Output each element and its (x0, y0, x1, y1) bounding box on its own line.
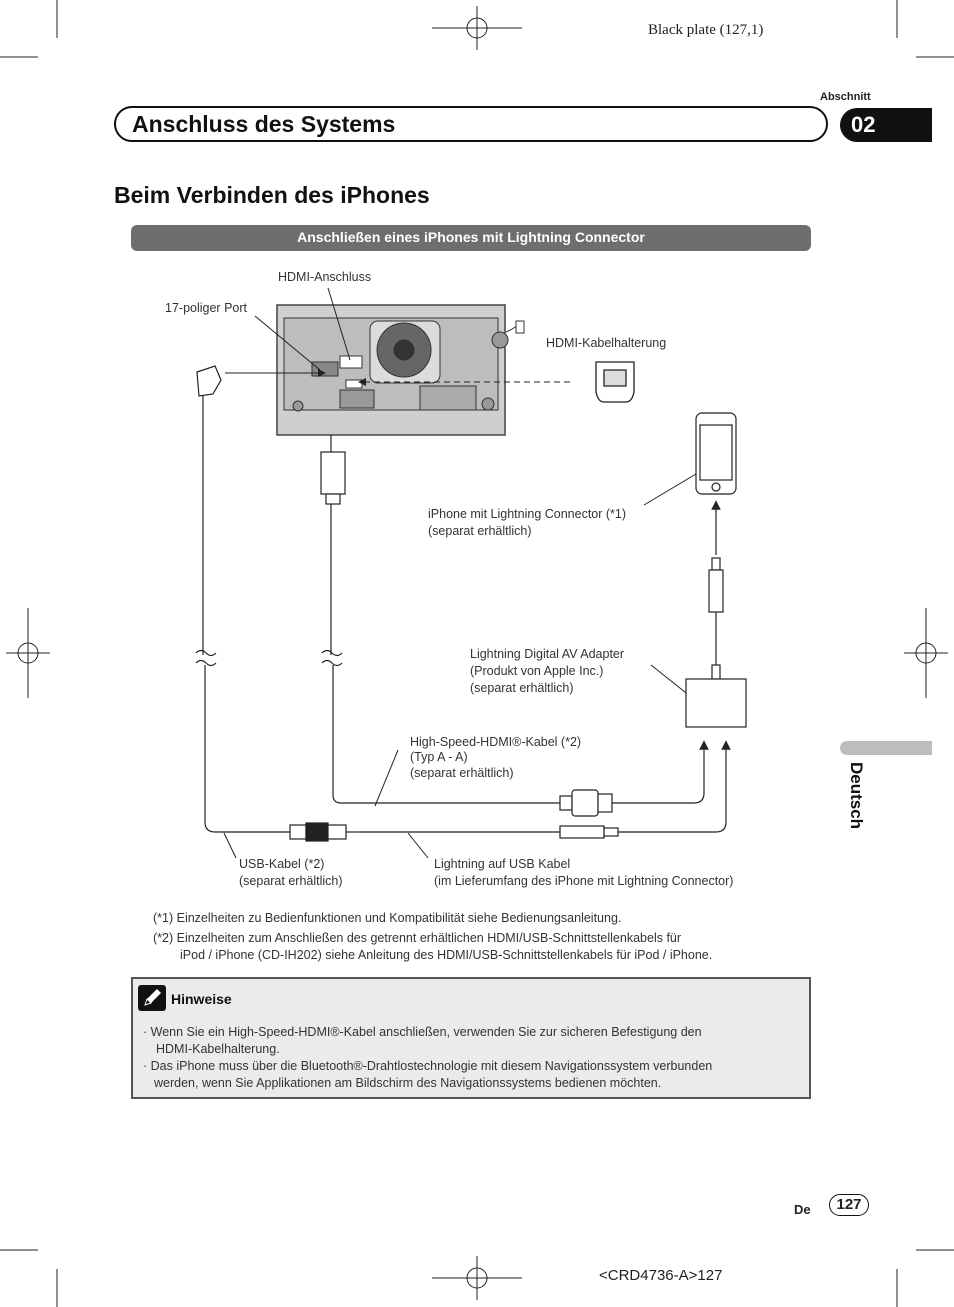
label-lightning-usb-1: Lightning auf USB Kabel (434, 857, 571, 871)
section-label: Abschnitt (820, 91, 871, 103)
chapter-number: 02 (851, 112, 876, 137)
label-hdmi-holder: HDMI-Kabelhalterung (546, 336, 667, 350)
label-iphone-1: iPhone mit Lightning Connector (*1) (428, 507, 627, 521)
label-hdmi-cable-3: (separat erhältlich) (410, 766, 514, 780)
note-2a: · Das iPhone muss über die Bluetooth®-Dr… (143, 1059, 713, 1073)
label-lightning-usb-2: (im Lieferumfang des iPhone mit Lightnin… (434, 874, 734, 888)
label-hdmi-cable-1: High-Speed-HDMI®-Kabel (*2) (410, 735, 582, 749)
language-tab (840, 741, 932, 755)
notes-box (131, 977, 811, 1099)
connection-diagram (195, 287, 747, 859)
language-label: Deutsch (847, 762, 866, 830)
section-title: Anschluss des Systems (132, 111, 396, 137)
footer-code: <CRD4736-A>127 (599, 1267, 723, 1284)
label-usb-cable-2: (separat erhältlich) (239, 874, 343, 888)
note-2b: werden, wenn Sie Applikationen am Bildsc… (154, 1076, 662, 1090)
label-iphone-2: (separat erhältlich) (428, 524, 532, 538)
note-1a: · Wenn Sie ein High-Speed-HDMI®-Kabel an… (143, 1025, 702, 1039)
label-hdmi-cable-2: (Typ A - A) (410, 750, 468, 764)
pencil-icon (138, 985, 166, 1011)
footer-lang: De (794, 1202, 811, 1217)
notes-title: Hinweise (171, 991, 232, 1007)
chapter-badge (840, 108, 932, 142)
label-adapter-3: (separat erhältlich) (470, 681, 574, 695)
footnote-2a: (*2) Einzelheiten zum Anschließen des ge… (153, 931, 682, 945)
hdmi-holder-graphic (595, 361, 635, 403)
head-unit-rear (276, 304, 525, 436)
subheading: Anschließen eines iPhones mit Lightning … (297, 229, 645, 245)
label-adapter-1: Lightning Digital AV Adapter (470, 647, 625, 661)
label-17-pin-port: 17-poliger Port (165, 301, 247, 315)
section-header (114, 106, 828, 142)
footnote-1: (*1) Einzelheiten zu Bedienfunktionen un… (153, 911, 622, 925)
note-1b: HDMI-Kabelhalterung. (156, 1042, 280, 1056)
plate-text: Black plate (127,1) (648, 22, 764, 38)
label-usb-cable-1: USB-Kabel (*2) (239, 857, 325, 871)
iphone-graphic (695, 412, 737, 495)
label-adapter-2: (Produkt von Apple Inc.) (470, 664, 604, 678)
page-heading: Beim Verbinden des iPhones (114, 182, 430, 208)
label-hdmi-port: HDMI-Anschluss (278, 270, 372, 284)
page-number: 127 (829, 1194, 869, 1216)
footnote-2b: iPod / iPhone (CD-IH202) siehe Anleitung… (180, 948, 713, 962)
subheading-bar (131, 225, 811, 251)
